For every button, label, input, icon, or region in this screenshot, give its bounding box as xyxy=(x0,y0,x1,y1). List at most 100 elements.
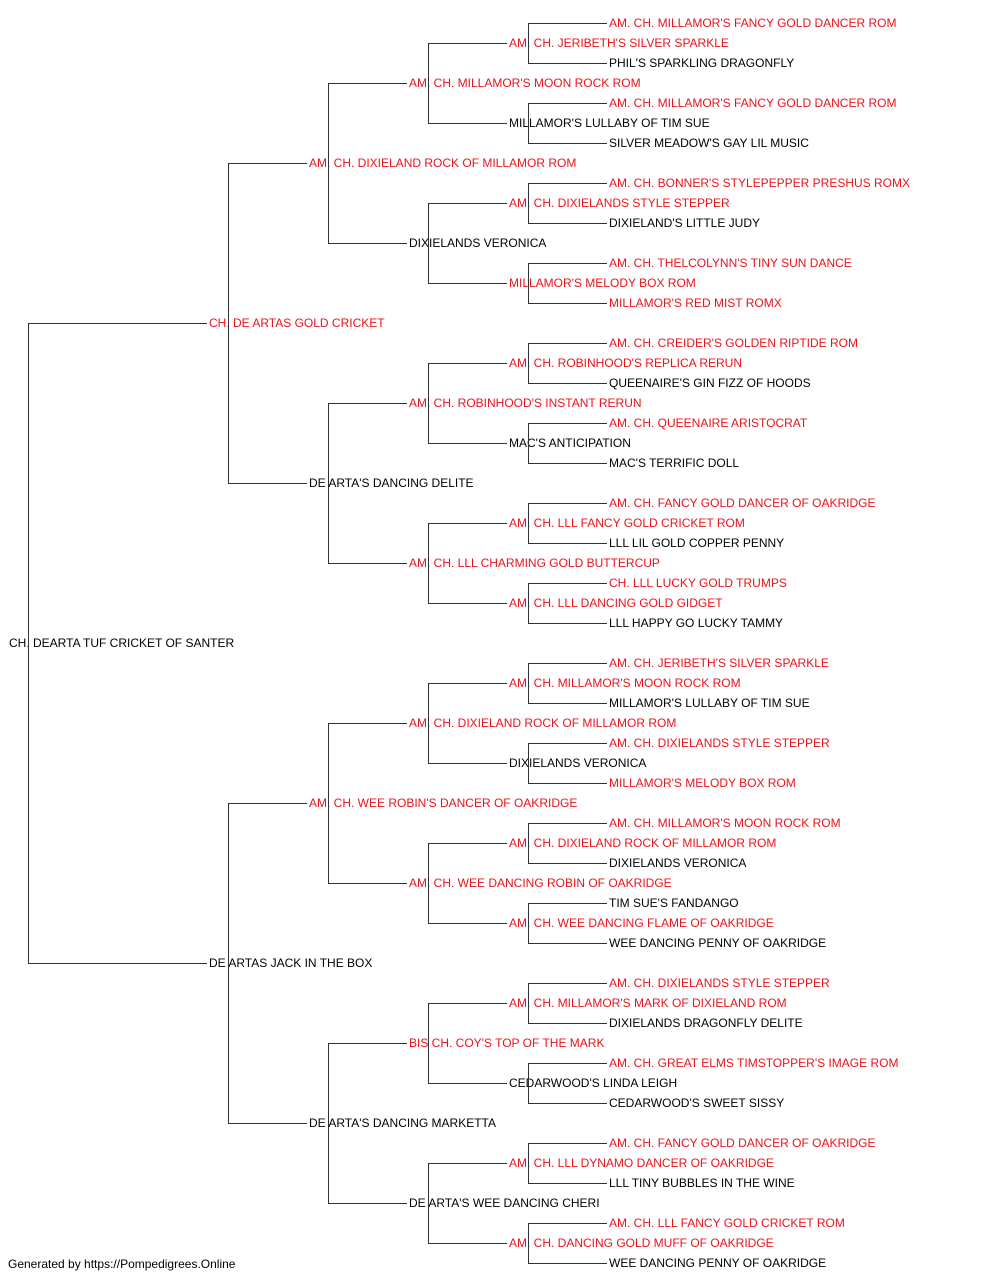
gg-grandparent-rootdsss: AM. CH. MILLAMOR'S MOON ROCK ROM xyxy=(508,676,742,690)
connector-line xyxy=(528,783,607,784)
great-grandparent-rootsds: AM. CH. ROBINHOOD'S INSTANT RERUN xyxy=(408,396,643,410)
connector-line xyxy=(528,983,529,1024)
connector-line xyxy=(328,883,407,884)
footer-credit: Generated by https://Pompedigrees.Online xyxy=(8,1257,236,1271)
connector-line xyxy=(328,83,407,84)
connector-line xyxy=(528,583,607,584)
connector-line xyxy=(28,963,207,964)
ggg-grandparent-rootdddsd: LLL TINY BUBBLES IN THE WINE xyxy=(608,1176,796,1190)
ggg-grandparent-rootddssd: DIXIELANDS DRAGONFLY DELITE xyxy=(608,1016,804,1030)
great-grandparent-rootsdd: AM. CH. LLL CHARMING GOLD BUTTERCUP xyxy=(408,556,661,570)
ggg-grandparent-rootddddd: WEE DANCING PENNY OF OAKRIDGE xyxy=(608,1256,828,1270)
connector-line xyxy=(328,723,407,724)
connector-line xyxy=(528,903,607,904)
connector-line xyxy=(528,1143,607,1144)
connector-line xyxy=(228,803,307,804)
connector-line xyxy=(428,363,429,444)
gg-grandparent-rootsddd: AM. CH. LLL DANCING GOLD GIDGET xyxy=(508,596,724,610)
connector-line xyxy=(428,283,507,284)
gg-grandparent-rootssds: AM. CH. DIXIELANDS STYLE STEPPER xyxy=(508,196,731,210)
connector-line xyxy=(328,1043,407,1044)
connector-line xyxy=(528,1223,529,1264)
connector-line xyxy=(228,163,229,484)
connector-line xyxy=(428,1083,507,1084)
connector-line xyxy=(328,83,329,244)
connector-line xyxy=(428,123,507,124)
connector-line xyxy=(228,803,229,1124)
ggg-grandparent-rootsssss: AM. CH. MILLAMOR'S FANCY GOLD DANCER ROM xyxy=(608,16,898,30)
connector-line xyxy=(428,683,429,764)
gg-grandparent-rootsdds: AM. CH. LLL FANCY GOLD CRICKET ROM xyxy=(508,516,746,530)
connector-line xyxy=(528,743,607,744)
connector-line xyxy=(528,863,607,864)
connector-line xyxy=(328,1043,329,1204)
gg-grandparent-rootdssd: DIXIELANDS VERONICA xyxy=(508,756,648,770)
connector-line xyxy=(528,503,529,544)
ggg-grandparent-rootssdsd: DIXIELAND'S LITTLE JUDY xyxy=(608,216,761,230)
connector-line xyxy=(528,143,607,144)
ggg-grandparent-rootdddss: AM. CH. FANCY GOLD DANCER OF OAKRIDGE xyxy=(608,1136,877,1150)
gg-grandparent-rootsdsd: MAC'S ANTICIPATION xyxy=(508,436,632,450)
ggg-grandparent-rootsssds: AM. CH. MILLAMOR'S FANCY GOLD DANCER ROM xyxy=(608,96,898,110)
ggg-grandparent-rootsddsd: LLL LIL GOLD COPPER PENNY xyxy=(608,536,786,550)
connector-line xyxy=(528,103,607,104)
connector-line xyxy=(528,343,607,344)
ggg-grandparent-rootsdssd: QUEENAIRE'S GIN FIZZ OF HOODS xyxy=(608,376,812,390)
connector-line xyxy=(528,383,607,384)
connector-line xyxy=(528,1223,607,1224)
subject-root: CH. DEARTA TUF CRICKET OF SANTER xyxy=(8,636,236,650)
grandparent-rootdd: DE ARTA'S DANCING MARKETTA xyxy=(308,1116,497,1130)
gg-grandparent-rootddsd: CEDARWOOD'S LINDA LEIGH xyxy=(508,1076,679,1090)
connector-line xyxy=(428,603,507,604)
great-grandparent-rootsss: AM. CH. MILLAMOR'S MOON ROCK ROM xyxy=(408,76,642,90)
connector-line xyxy=(228,483,307,484)
connector-line xyxy=(528,1143,529,1184)
connector-line xyxy=(528,223,607,224)
ggg-grandparent-rootsddds: CH. LLL LUCKY GOLD TRUMPS xyxy=(608,576,788,590)
connector-line xyxy=(528,1103,607,1104)
connector-line xyxy=(328,563,407,564)
connector-line xyxy=(528,423,529,464)
ggg-grandparent-rootdsddd: WEE DANCING PENNY OF OAKRIDGE xyxy=(608,936,828,950)
ggg-grandparent-rootssdds: AM. CH. THELCOLYNN'S TINY SUN DANCE xyxy=(608,256,853,270)
connector-line xyxy=(428,1003,429,1084)
ggg-grandparent-rootsdsds: AM. CH. QUEENAIRE ARISTOCRAT xyxy=(608,416,809,430)
connector-line xyxy=(528,543,607,544)
gg-grandparent-rootsdss: AM. CH. ROBINHOOD'S REPLICA RERUN xyxy=(508,356,743,370)
ggg-grandparent-rootssdss: AM. CH. BONNER'S STYLEPEPPER PRESHUS ROM… xyxy=(608,176,912,190)
parent-roots: CH. DE ARTAS GOLD CRICKET xyxy=(208,316,386,330)
parent-rootd: DE ARTAS JACK IN THE BOX xyxy=(208,956,374,970)
connector-line xyxy=(428,523,429,604)
ggg-grandparent-rootdssds: AM. CH. DIXIELANDS STYLE STEPPER xyxy=(608,736,831,750)
gg-grandparent-rootssdd: MILLAMOR'S MELODY BOX ROM xyxy=(508,276,697,290)
connector-line xyxy=(28,323,29,964)
connector-line xyxy=(228,1123,307,1124)
connector-line xyxy=(528,1063,607,1064)
ggg-grandparent-rootsdsdd: MAC'S TERRIFIC DOLL xyxy=(608,456,741,470)
connector-line xyxy=(328,723,329,884)
ggg-grandparent-rootddsss: AM. CH. DIXIELANDS STYLE STEPPER xyxy=(608,976,831,990)
connector-line xyxy=(528,183,529,224)
connector-line xyxy=(528,103,529,144)
connector-line xyxy=(528,943,607,944)
connector-line xyxy=(428,683,507,684)
ggg-grandparent-rootdddds: AM. CH. LLL FANCY GOLD CRICKET ROM xyxy=(608,1216,846,1230)
ggg-grandparent-rootdssss: AM. CH. JERIBETH'S SILVER SPARKLE xyxy=(608,656,830,670)
connector-line xyxy=(528,303,607,304)
grandparent-rootsd: DE ARTA'S DANCING DELITE xyxy=(308,476,475,490)
connector-line xyxy=(528,463,607,464)
connector-line xyxy=(428,1243,507,1244)
connector-line xyxy=(428,43,507,44)
connector-line xyxy=(428,203,429,284)
ggg-grandparent-rootdsdsd: DIXIELANDS VERONICA xyxy=(608,856,748,870)
gg-grandparent-rootddss: AM. CH. MILLAMOR'S MARK OF DIXIELAND ROM xyxy=(508,996,788,1010)
ggg-grandparent-rootddsds: AM. CH. GREAT ELMS TIMSTOPPER'S IMAGE RO… xyxy=(608,1056,900,1070)
ggg-grandparent-rootdssdd: MILLAMOR'S MELODY BOX ROM xyxy=(608,776,797,790)
great-grandparent-rootdds: BIS CH. COY'S TOP OF THE MARK xyxy=(408,1036,606,1050)
connector-line xyxy=(528,343,529,384)
connector-line xyxy=(428,1163,507,1164)
gg-grandparent-rootdsdd: AM. CH. WEE DANCING FLAME OF OAKRIDGE xyxy=(508,916,775,930)
connector-line xyxy=(528,183,607,184)
connector-line xyxy=(528,503,607,504)
